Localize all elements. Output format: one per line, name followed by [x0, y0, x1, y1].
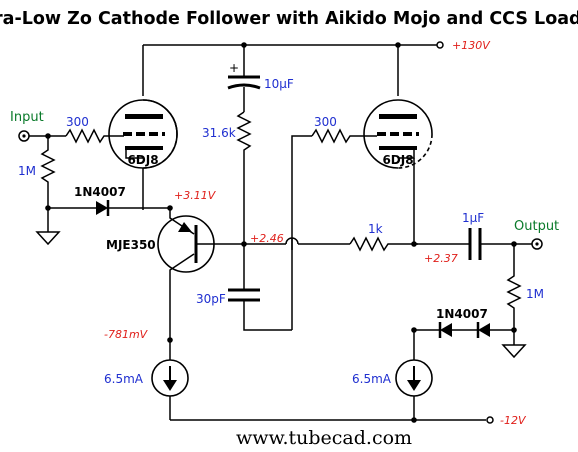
input-grid-resistor	[65, 128, 112, 144]
divider-resistor-value: 31.6k	[202, 126, 236, 140]
mid-node-voltage: +2.46	[250, 232, 284, 245]
positive-rail: +130V	[143, 39, 491, 52]
transistor-label: MJE350	[106, 238, 156, 252]
input-ground-symbol	[35, 231, 61, 246]
right-tube-plate	[379, 114, 417, 119]
bottom-capacitor-value: 30pF	[196, 292, 226, 306]
input-ground-resistor-value: 1M	[18, 164, 36, 178]
output-resistor	[506, 244, 522, 345]
left-ccs-value: 6.5mA	[104, 372, 144, 386]
output-diode-label: 1N4007	[436, 307, 488, 321]
positive-rail-terminal	[436, 41, 444, 49]
negative-rail-terminal	[486, 416, 494, 424]
output-diodes: 1N4007	[411, 307, 514, 338]
negative-rail: -12V	[170, 414, 527, 427]
polarity-plus: +	[229, 61, 239, 75]
positive-rail-label: +130V	[452, 39, 491, 52]
bypass-capacitor-value: 10µF	[264, 77, 294, 91]
right-grid-resistor-value: 300	[314, 115, 337, 129]
left-tube-label: 6DJ8	[127, 153, 158, 167]
transistor: MJE350	[106, 208, 244, 340]
series-resistor-value: 1k	[368, 222, 383, 236]
output-resistor-value: 1M	[526, 287, 544, 301]
left-tube: 6DJ8	[108, 45, 178, 210]
input-diode-label: 1N4007	[74, 185, 126, 199]
emitter-voltage: -781mV	[104, 328, 149, 341]
output-ground-symbol	[501, 344, 527, 359]
divider-resistor	[236, 111, 252, 244]
output-section: +2.37 1µF Output 1M	[411, 211, 559, 359]
cathode-voltage-left: +3.11V	[174, 189, 217, 202]
output-port-label: Output	[514, 219, 559, 234]
right-grid-resistor	[311, 128, 377, 144]
input-ground-resistor	[40, 136, 56, 232]
left-tube-plate	[125, 114, 163, 119]
right-grid-feed: 300	[291, 115, 377, 330]
output-node-voltage: +2.37	[424, 252, 458, 265]
input-grid-resistor-value: 300	[66, 115, 89, 129]
right-current-source: 6.5mA	[352, 330, 433, 420]
series-path: 1k	[244, 222, 418, 252]
input-diode: 1N4007	[48, 185, 173, 216]
input-section: Input 300 1M	[10, 110, 124, 246]
left-current-source: -781mV 6.5mA	[104, 328, 189, 420]
input-port-label: Input	[10, 110, 44, 125]
right-tube-label: 6DJ8	[382, 153, 413, 167]
middle-network: + 10µF 31.6k +2.46 30pF	[196, 45, 294, 331]
right-ccs-value: 6.5mA	[352, 372, 392, 386]
website-url: www.tubecad.com	[236, 427, 412, 449]
series-resistor	[349, 236, 418, 252]
negative-rail-label: -12V	[500, 414, 527, 427]
diagram-title: Ultra-Low Zo Cathode Follower with Aikid…	[0, 9, 578, 29]
output-capacitor-value: 1µF	[462, 211, 484, 225]
right-tube: 6DJ8	[363, 45, 433, 244]
